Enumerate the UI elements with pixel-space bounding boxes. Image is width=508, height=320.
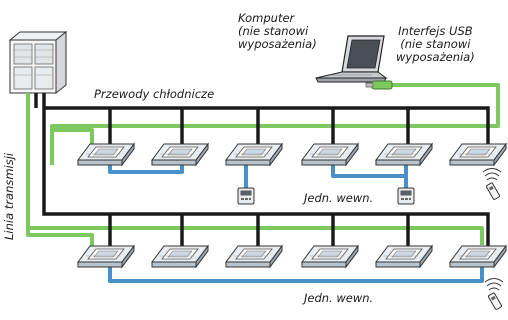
usb-note-1: (nie stanowi <box>400 37 471 51</box>
computer-label: Komputer (nie stanowi wyposażenia) <box>238 12 317 51</box>
usb-interface-label: Interfejs USB (nie stanowi wyposażenia) <box>396 25 475 64</box>
computer-note-1: (nie stanowi <box>238 24 309 38</box>
indoor-unit <box>375 245 433 268</box>
indoor-unit <box>151 245 209 268</box>
indoor-unit <box>77 143 135 166</box>
indoor-units-upper-label: Jedn. wewn. <box>304 191 374 205</box>
wired-controller-icon <box>237 187 255 205</box>
transmission-line <box>26 83 500 258</box>
laptop-icon <box>315 35 388 83</box>
refrigerant-pipes-label: Przewody chłodnicze <box>94 87 215 101</box>
computer-title: Komputer <box>238 11 295 25</box>
indoor-unit <box>301 245 359 268</box>
usb-title: Interfejs USB <box>398 24 473 38</box>
indoor-units-lower-label: Jedn. wewn. <box>304 291 374 305</box>
indoor-unit <box>225 245 283 268</box>
computer-note-2: wyposażenia) <box>238 37 317 51</box>
indoor-unit <box>225 143 283 166</box>
wireless-remote-icon <box>484 278 504 311</box>
indoor-unit <box>77 245 135 268</box>
outdoor-unit-icon <box>8 30 68 95</box>
usb-note-2: wyposażenia) <box>396 50 475 64</box>
refrigerant-pipes <box>34 93 490 248</box>
usb-plug-icon <box>365 80 393 90</box>
transmission-line-label: Linia transmisji <box>2 152 16 240</box>
wired-controller-icon <box>397 187 415 205</box>
indoor-unit <box>375 143 433 166</box>
indoor-unit <box>449 245 507 268</box>
indoor-unit <box>301 143 359 166</box>
wireless-remote-icon <box>482 168 502 201</box>
indoor-unit <box>151 143 209 166</box>
indoor-unit <box>449 143 507 166</box>
